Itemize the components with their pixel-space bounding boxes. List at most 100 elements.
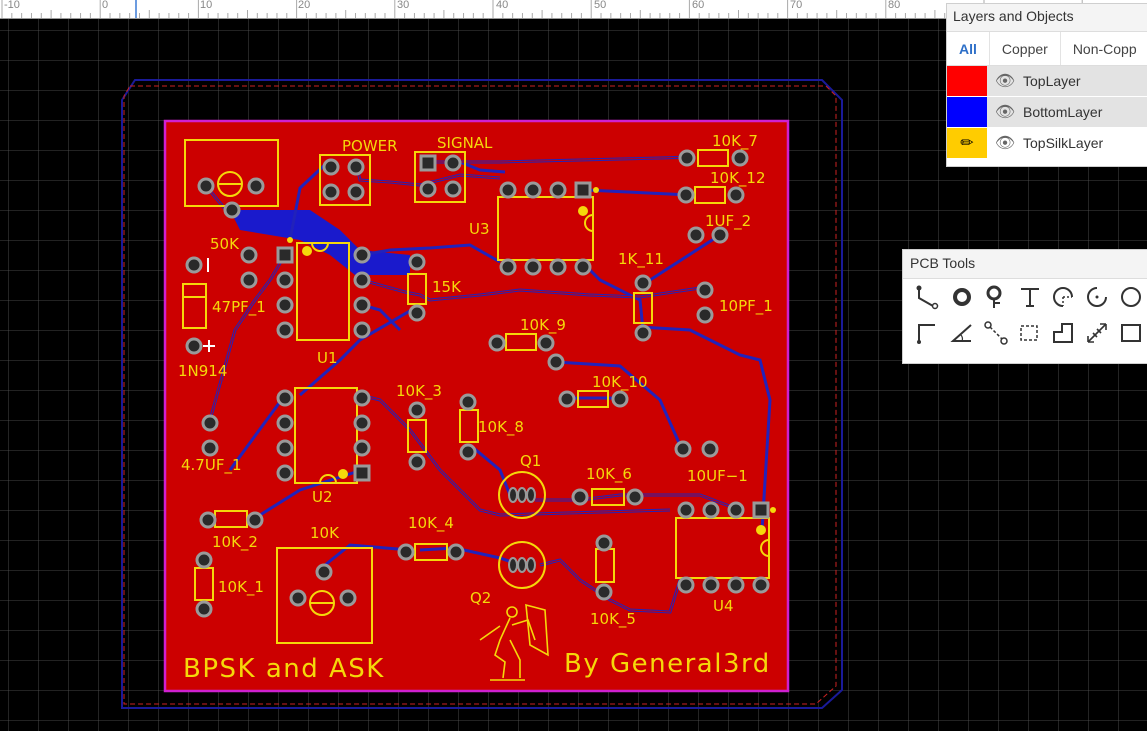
pad[interactable]	[353, 414, 371, 432]
line-icon[interactable]	[911, 315, 945, 351]
track-icon[interactable]	[911, 279, 945, 315]
tab-non-copper[interactable]: Non-Copp	[1061, 32, 1147, 65]
via-icon[interactable]	[979, 279, 1013, 315]
transistor-pad[interactable]	[517, 487, 527, 503]
square-pad[interactable]	[353, 464, 371, 482]
transistor-pad[interactable]	[526, 557, 536, 573]
pad[interactable]	[353, 271, 371, 289]
pad[interactable]	[276, 439, 294, 457]
angle-icon[interactable]	[945, 315, 979, 351]
pad[interactable]	[731, 149, 749, 167]
transistor-pad[interactable]	[508, 557, 518, 573]
pad[interactable]	[353, 389, 371, 407]
pad[interactable]	[727, 576, 745, 594]
square-pad[interactable]	[276, 246, 294, 264]
layer-color-swatch[interactable]	[947, 97, 987, 127]
pad[interactable]	[634, 274, 652, 292]
pad[interactable]	[353, 321, 371, 339]
arc-icon[interactable]	[1046, 279, 1080, 315]
pad[interactable]	[276, 296, 294, 314]
pad[interactable]	[199, 511, 217, 529]
pad[interactable]	[549, 258, 567, 276]
dimension-icon[interactable]	[1080, 315, 1114, 351]
pad[interactable]	[701, 440, 719, 458]
pad[interactable]	[240, 246, 258, 264]
circle-arc-icon[interactable]	[1080, 279, 1114, 315]
pad[interactable]	[408, 304, 426, 322]
pad[interactable]	[276, 321, 294, 339]
layer-row-bottomlayer[interactable]: 👁 BottomLayer	[947, 97, 1147, 128]
transistor-pad[interactable]	[508, 487, 518, 503]
pad[interactable]	[702, 501, 720, 519]
pad[interactable]	[678, 149, 696, 167]
pad[interactable]	[499, 258, 517, 276]
layer-color-swatch[interactable]	[947, 66, 987, 96]
eye-icon[interactable]: 👁	[994, 104, 1016, 121]
pad[interactable]	[687, 226, 705, 244]
tab-copper[interactable]: Copper	[990, 32, 1061, 65]
pad[interactable]	[276, 464, 294, 482]
layer-row-topsilklayer[interactable]: ✏ 👁 TopSilkLayer	[947, 128, 1147, 159]
pad[interactable]	[339, 589, 357, 607]
pad-icon[interactable]	[945, 279, 979, 315]
pads[interactable]	[185, 149, 770, 618]
eye-icon[interactable]: 👁	[994, 135, 1016, 152]
pad[interactable]	[408, 253, 426, 271]
pad[interactable]	[185, 337, 203, 355]
pad[interactable]	[276, 414, 294, 432]
pad[interactable]	[347, 183, 365, 201]
eye-icon[interactable]: 👁	[994, 73, 1016, 90]
pad[interactable]	[677, 501, 695, 519]
pad[interactable]	[185, 256, 203, 274]
pad[interactable]	[595, 534, 613, 552]
pad[interactable]	[444, 154, 462, 172]
pad[interactable]	[240, 271, 258, 289]
pad[interactable]	[276, 271, 294, 289]
pad[interactable]	[459, 443, 477, 461]
pad[interactable]	[315, 563, 333, 581]
pad[interactable]	[353, 296, 371, 314]
pad[interactable]	[201, 414, 219, 432]
rect-select-icon[interactable]	[1013, 315, 1047, 351]
text-icon[interactable]	[1013, 279, 1047, 315]
solid-region-icon[interactable]	[1046, 315, 1080, 351]
pad[interactable]	[499, 181, 517, 199]
pad[interactable]	[574, 258, 592, 276]
pad[interactable]	[537, 334, 555, 352]
connect-pad-icon[interactable]	[979, 315, 1013, 351]
pad[interactable]	[549, 181, 567, 199]
pad[interactable]	[246, 511, 264, 529]
rect-icon[interactable]	[1114, 315, 1147, 351]
pad[interactable]	[397, 543, 415, 561]
pad[interactable]	[195, 551, 213, 569]
pad[interactable]	[444, 180, 462, 198]
pad[interactable]	[711, 226, 729, 244]
pad[interactable]	[197, 177, 215, 195]
pad[interactable]	[488, 334, 506, 352]
pad[interactable]	[201, 439, 219, 457]
pad[interactable]	[727, 186, 745, 204]
pad[interactable]	[353, 246, 371, 264]
layer-row-toplayer[interactable]: 👁 TopLayer	[947, 66, 1147, 97]
pad[interactable]	[611, 390, 629, 408]
pad[interactable]	[626, 488, 644, 506]
pad[interactable]	[524, 258, 542, 276]
pad[interactable]	[408, 453, 426, 471]
pad[interactable]	[727, 501, 745, 519]
pad[interactable]	[524, 181, 542, 199]
pad[interactable]	[752, 576, 770, 594]
pad[interactable]	[223, 201, 241, 219]
pad[interactable]	[696, 306, 714, 324]
pad[interactable]	[571, 488, 589, 506]
pad[interactable]	[247, 177, 265, 195]
pad[interactable]	[347, 158, 365, 176]
pad[interactable]	[447, 543, 465, 561]
pad[interactable]	[547, 353, 565, 371]
transistor-pad[interactable]	[526, 487, 536, 503]
pad[interactable]	[195, 600, 213, 618]
pad[interactable]	[702, 576, 720, 594]
pad[interactable]	[408, 401, 426, 419]
circle-icon[interactable]	[1114, 279, 1147, 315]
pad[interactable]	[634, 324, 652, 342]
pad[interactable]	[322, 183, 340, 201]
